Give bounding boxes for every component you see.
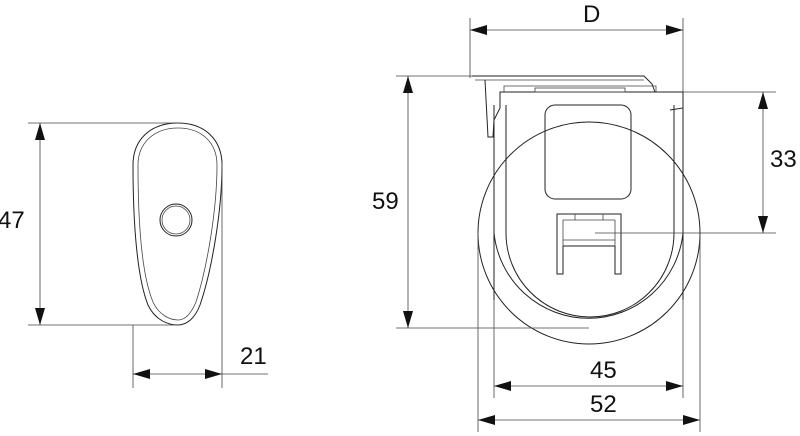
side-view: 47 21	[0, 122, 268, 388]
dim-label-21: 21	[240, 343, 267, 370]
teardrop-outline-inner	[137, 127, 218, 321]
dim-label-47: 47	[0, 207, 25, 234]
dim-label-52: 52	[590, 391, 617, 418]
front-view: D 59 33 45 52	[372, 1, 797, 432]
button-circle	[159, 203, 193, 237]
dim-label-33: 33	[770, 146, 797, 173]
dim-label-59: 59	[372, 188, 399, 215]
dim-label-45: 45	[590, 357, 617, 384]
dim-label-d: D	[583, 1, 600, 28]
teardrop-outline-outer	[132, 122, 223, 326]
window-rect	[544, 104, 632, 200]
button-circle-inner	[161, 205, 191, 235]
